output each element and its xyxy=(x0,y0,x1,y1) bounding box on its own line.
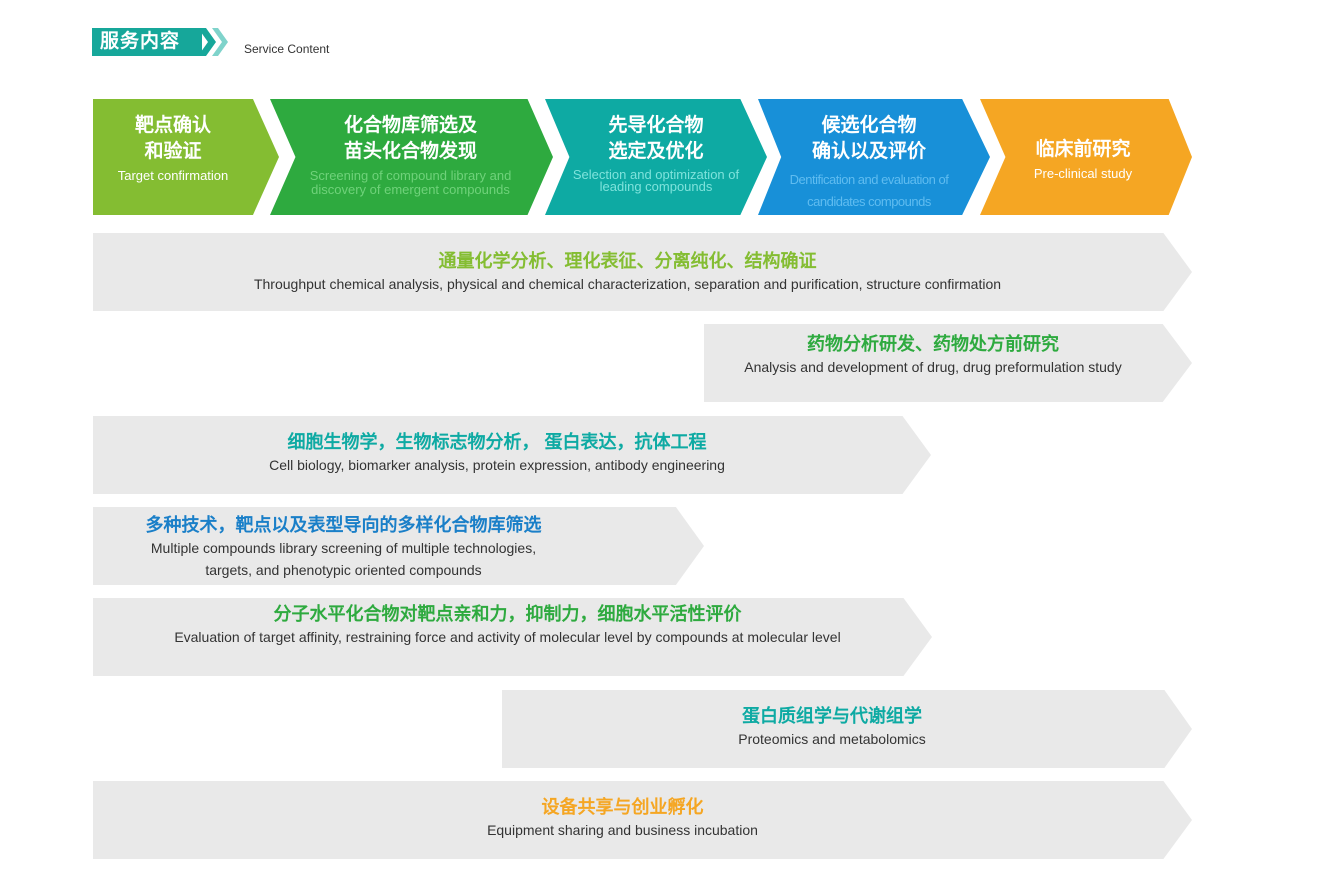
stage-subtitle: Dentification and evaluation of candidat… xyxy=(789,172,949,209)
capability-subtitle: Multiple compounds library screening of … xyxy=(150,540,537,578)
capability-bar: 分子水平化合物对靶点亲和力，抑制力，细胞水平活性评价 Evaluation of… xyxy=(93,598,932,676)
capability-bar: 设备共享与创业孵化 Equipment sharing and business… xyxy=(93,781,1192,859)
capability-bar: 多种技术，靶点以及表型导向的多样化合物库筛选 Multiple compound… xyxy=(93,507,704,585)
stage-subtitle: Target confirmation xyxy=(117,168,229,183)
stage-subtitle: Pre-clinical study xyxy=(1033,166,1133,181)
stage-compound-screening: 化合物库筛选及 苗头化合物发现 Screening of compound li… xyxy=(270,99,553,215)
stage-title: 化合物库筛选及 xyxy=(343,115,477,136)
chevron-right-icon xyxy=(210,28,232,56)
stage-title: 苗头化合物发现 xyxy=(343,141,477,162)
stage-subtitle: Selection and optimization of leading co… xyxy=(572,167,740,194)
capability-title: 多种技术，靶点以及表型导向的多样化合物库筛选 xyxy=(145,515,542,535)
stage-title: 确认以及评价 xyxy=(811,141,926,162)
capability-subtitle: Cell biology, biomarker analysis, protei… xyxy=(269,457,725,473)
section-title: 服务内容 xyxy=(92,28,202,56)
capability-title: 通量化学分析、理化表征、分离纯化、结构确证 xyxy=(438,251,817,271)
stage-lead-optimization: 先导化合物 选定及优化 Selection and optimization o… xyxy=(545,99,767,215)
section-subtitle: Service Content xyxy=(244,42,330,56)
capability-title: 分子水平化合物对靶点亲和力，抑制力，细胞水平活性评价 xyxy=(273,604,742,624)
capability-bar: 通量化学分析、理化表征、分离纯化、结构确证 Throughput chemica… xyxy=(93,233,1192,311)
stage-title: 靶点确认 xyxy=(134,115,211,136)
capability-title: 细胞生物学，生物标志物分析， 蛋白表达，抗体工程 xyxy=(287,432,707,452)
capability-title: 蛋白质组学与代谢组学 xyxy=(742,706,922,726)
capability-title: 药物分析研发、药物处方前研究 xyxy=(807,334,1059,354)
capability-bar: 细胞生物学，生物标志物分析， 蛋白表达，抗体工程 Cell biology, b… xyxy=(93,416,931,494)
capability-subtitle: Proteomics and metabolomics xyxy=(738,731,926,747)
stage-title: 候选化合物 xyxy=(821,115,917,136)
capability-subtitle: Throughput chemical analysis, physical a… xyxy=(253,276,1002,292)
stage-preclinical: 临床前研究 Pre-clinical study xyxy=(980,99,1192,215)
stage-candidate-evaluation: 候选化合物 确认以及评价 Dentification and evaluatio… xyxy=(758,99,990,215)
capability-bar: 药物分析研发、药物处方前研究 Analysis and development … xyxy=(704,324,1192,402)
stage-title: 临床前研究 xyxy=(1035,139,1131,160)
chevron-right-icon xyxy=(196,28,218,56)
stage-title: 选定及优化 xyxy=(608,141,704,162)
capability-subtitle: Evaluation of target affinity, restraini… xyxy=(174,629,841,645)
capability-subtitle: Equipment sharing and business incubatio… xyxy=(487,822,758,838)
capability-title: 设备共享与创业孵化 xyxy=(541,797,704,817)
stage-title: 先导化合物 xyxy=(608,115,704,136)
capability-bar: 蛋白质组学与代谢组学 Proteomics and metabolomics xyxy=(502,690,1192,768)
stage-title: 和验证 xyxy=(144,141,202,162)
stage-subtitle: Screening of compound library and discov… xyxy=(309,168,512,197)
stage-target-confirmation: 靶点确认 和验证 Target confirmation xyxy=(93,99,279,215)
capability-subtitle: Analysis and development of drug, drug p… xyxy=(744,359,1122,375)
